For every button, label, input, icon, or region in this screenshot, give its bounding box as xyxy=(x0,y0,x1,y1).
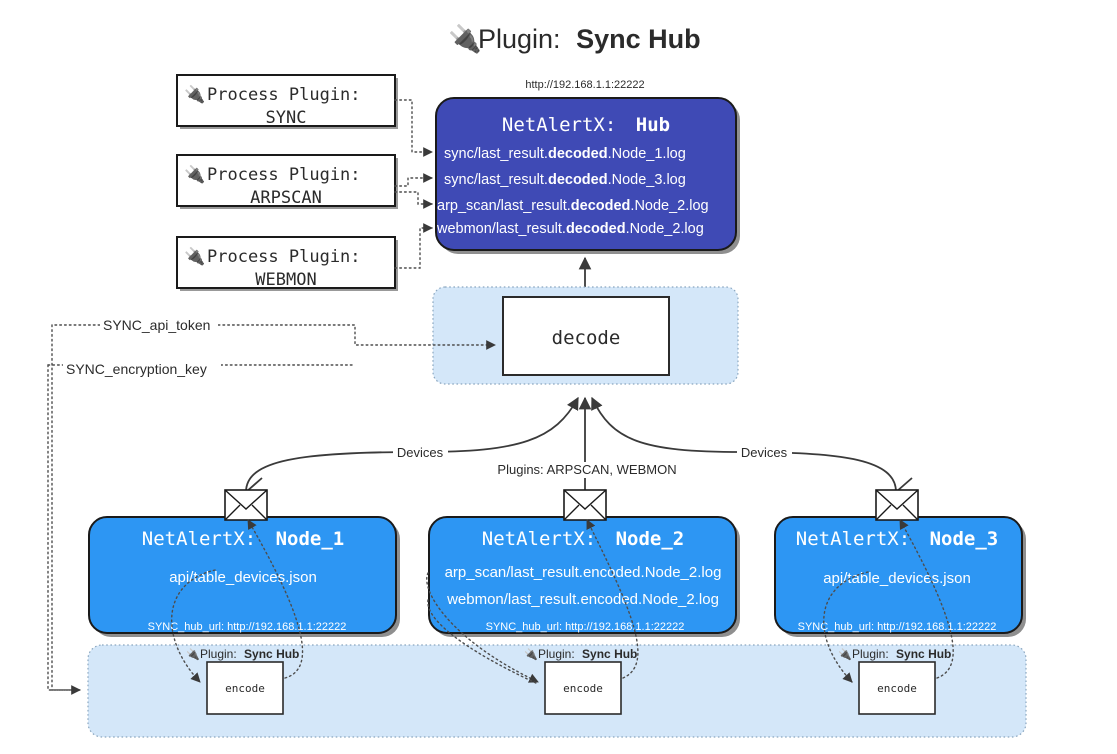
encode-label-1: encode xyxy=(225,682,265,695)
hub-title-name: Hub xyxy=(636,114,670,136)
hub-url-label: http://192.168.1.1:22222 xyxy=(525,79,644,91)
edge-node2-to-encode-b xyxy=(427,599,539,685)
edge-label-devices-right: Devices xyxy=(741,445,788,460)
plug-icon: 🔌 xyxy=(184,164,205,184)
edge-arpscan-to-hub xyxy=(394,191,433,209)
node-1-hub-url: SYNC_hub_url: http://192.168.1.1:22222 xyxy=(148,621,347,633)
page-title-name: Sync Hub xyxy=(576,24,701,54)
process-plugin-webmon-line2: WEBMON xyxy=(255,270,316,290)
svg-text:NetAlertX: Hub: NetAlertX: Hub xyxy=(502,114,670,136)
edge-node2-to-encode-a xyxy=(426,572,539,683)
node-1-title-prefix: NetAlertX: xyxy=(142,528,256,550)
edge-encode1-to-node1 xyxy=(247,519,304,679)
hub-log-1: sync/last_result.decoded.Node_1.log xyxy=(444,146,686,162)
edge-encryption-key-to-encode xyxy=(47,364,81,695)
edge-label-devices-left: Devices xyxy=(397,445,444,460)
encode-label-2: encode xyxy=(563,682,603,695)
node-1[interactable]: NetAlertX: Node_1 api/table_devices.json… xyxy=(88,516,400,637)
hub-log-2: sync/last_result.decoded.Node_3.log xyxy=(444,172,686,188)
node-1-title-name: Node_1 xyxy=(276,528,345,550)
hub-log-4: webmon/last_result.decoded.Node_2.log xyxy=(436,221,704,237)
encode-box-node-3[interactable]: encode xyxy=(858,661,936,715)
node-3-title-name: Node_3 xyxy=(930,528,999,550)
node-1-line-1: api/table_devices.json xyxy=(169,569,317,586)
svg-text:Plugin: Sync Hub: Plugin: Sync Hub xyxy=(478,24,701,54)
encode-box-node-2[interactable]: encode xyxy=(544,661,622,715)
sync-encryption-key-label-top: SYNC_encryption_key xyxy=(66,361,207,377)
node-2-line-2: webmon/last_result.encoded.Node_2.log xyxy=(446,591,719,608)
node-3-title-prefix: NetAlertX: xyxy=(796,528,910,550)
node-2-hub-url: SYNC_hub_url: http://192.168.1.1:22222 xyxy=(486,621,685,633)
node-2-line-1: arp_scan/last_result.encoded.Node_2.log xyxy=(445,564,722,581)
edge-label-plugins-center: Plugins: ARPSCAN, WEBMON xyxy=(497,462,676,477)
plug-icon: 🔌 xyxy=(448,23,482,54)
decode-group: decode xyxy=(432,286,739,385)
envelope-icon xyxy=(563,489,607,521)
plug-icon: 🔌 xyxy=(184,246,205,266)
plug-icon: 🔌 xyxy=(524,648,538,661)
edge-settings-down xyxy=(51,324,79,691)
plugin-label-node-3: Plugin: Sync Hub xyxy=(852,647,951,661)
edge-sync2-to-hub xyxy=(394,173,433,187)
plug-icon: 🔌 xyxy=(838,648,852,661)
process-plugin-webmon-line1: Process Plugin: xyxy=(207,247,361,267)
process-plugin-sync-line2: SYNC xyxy=(266,108,307,128)
process-plugin-arpscan-line2: ARPSCAN xyxy=(250,188,322,208)
hub-title-prefix: NetAlertX: xyxy=(502,114,616,136)
edge-node3-to-encode xyxy=(823,571,869,683)
envelope-icon xyxy=(875,477,919,521)
edge-encode2-to-node2 xyxy=(586,519,639,679)
svg-text:NetAlertX: Node_3: NetAlertX: Node_3 xyxy=(796,528,998,550)
encode-box-node-1[interactable]: encode xyxy=(206,661,284,715)
hub-node[interactable]: NetAlertX: Hub sync/last_result.decoded.… xyxy=(435,97,740,254)
node-2[interactable]: NetAlertX: Node_2 arp_scan/last_result.e… xyxy=(428,516,740,637)
process-plugin-arpscan[interactable]: 🔌 Process Plugin: ARPSCAN xyxy=(176,154,398,209)
plug-icon: 🔌 xyxy=(186,648,200,661)
edge-webmon-to-hub xyxy=(394,223,433,269)
process-plugin-sync-line1: Process Plugin: xyxy=(207,85,361,105)
page-title-prefix: Plugin: xyxy=(478,24,561,54)
sync-api-token-label-top: SYNC_api_token xyxy=(103,317,210,333)
process-plugin-arpscan-line1: Process Plugin: xyxy=(207,165,361,185)
page-title: 🔌 Plugin: Sync Hub xyxy=(448,23,701,54)
edge-encode3-to-node3 xyxy=(899,519,954,679)
svg-text:NetAlertX: Node_2: NetAlertX: Node_2 xyxy=(482,528,684,550)
edge-sync-to-hub xyxy=(394,99,433,157)
plugin-label-node-1: Plugin: Sync Hub xyxy=(200,647,299,661)
plug-icon: 🔌 xyxy=(184,84,205,104)
process-plugin-webmon[interactable]: 🔌 Process Plugin: WEBMON xyxy=(176,236,398,291)
node-2-title-name: Node_2 xyxy=(616,528,685,550)
decode-label: decode xyxy=(552,327,621,349)
plugin-label-node-2: Plugin: Sync Hub xyxy=(538,647,637,661)
process-plugin-sync[interactable]: 🔌 Process Plugin: SYNC xyxy=(176,74,398,129)
hub-log-3: arp_scan/last_result.decoded.Node_2.log xyxy=(437,198,709,214)
envelope-icon xyxy=(224,477,268,521)
node-3-line-1: api/table_devices.json xyxy=(823,570,971,587)
node-3-hub-url: SYNC_hub_url: http://192.168.1.1:22222 xyxy=(798,621,997,633)
svg-text:NetAlertX: Node_1: NetAlertX: Node_1 xyxy=(142,528,344,550)
encode-label-3: encode xyxy=(877,682,917,695)
node-2-title-prefix: NetAlertX: xyxy=(482,528,596,550)
node-3[interactable]: NetAlertX: Node_3 api/table_devices.json… xyxy=(774,516,1026,637)
edge-node1-to-encode xyxy=(171,569,216,683)
